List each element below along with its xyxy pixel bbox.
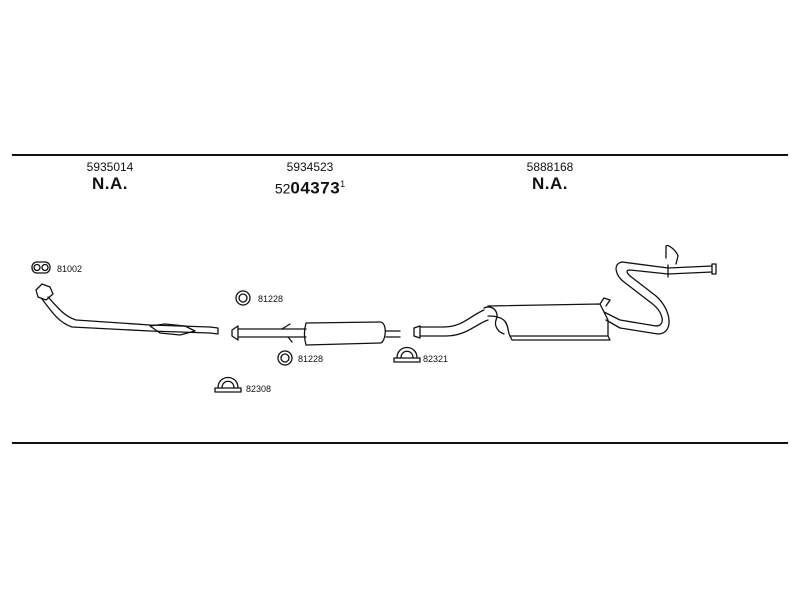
ring-clamp-icon	[277, 350, 293, 366]
section-middle-muffler-label: 5934523 52043731	[255, 160, 365, 199]
section-rear-muffler-label: 5888168 N.A.	[510, 160, 590, 194]
bottom-divider	[12, 442, 788, 444]
top-divider	[12, 154, 788, 156]
u-bolt-clamp-icon	[214, 376, 242, 393]
code-prefix: 52	[274, 180, 291, 197]
rear-muffler-icon	[413, 244, 717, 341]
part-number: 5888168	[526, 160, 574, 174]
part-number: 5934523	[286, 160, 334, 174]
availability-status: N.A.	[92, 174, 128, 193]
fitting-label: 82308	[246, 384, 271, 394]
gasket-icon	[31, 261, 51, 274]
fitting-label: 81228	[258, 294, 283, 304]
middle-muffler-icon	[231, 321, 401, 346]
section-front-pipe-label: 5935014 N.A.	[70, 160, 150, 194]
fitting-label: 82321	[423, 354, 448, 364]
fitting-label: 81228	[298, 354, 323, 364]
code-main: 04373	[290, 178, 341, 198]
replacement-code: 52043731	[255, 174, 365, 199]
fitting-label: 81002	[57, 264, 82, 274]
front-pipe-icon	[35, 283, 219, 336]
availability-status: N.A.	[532, 174, 568, 193]
code-suffix: 1	[340, 179, 346, 189]
u-bolt-clamp-icon	[393, 346, 421, 363]
ring-clamp-icon	[235, 290, 251, 306]
part-number: 5935014	[86, 160, 134, 174]
